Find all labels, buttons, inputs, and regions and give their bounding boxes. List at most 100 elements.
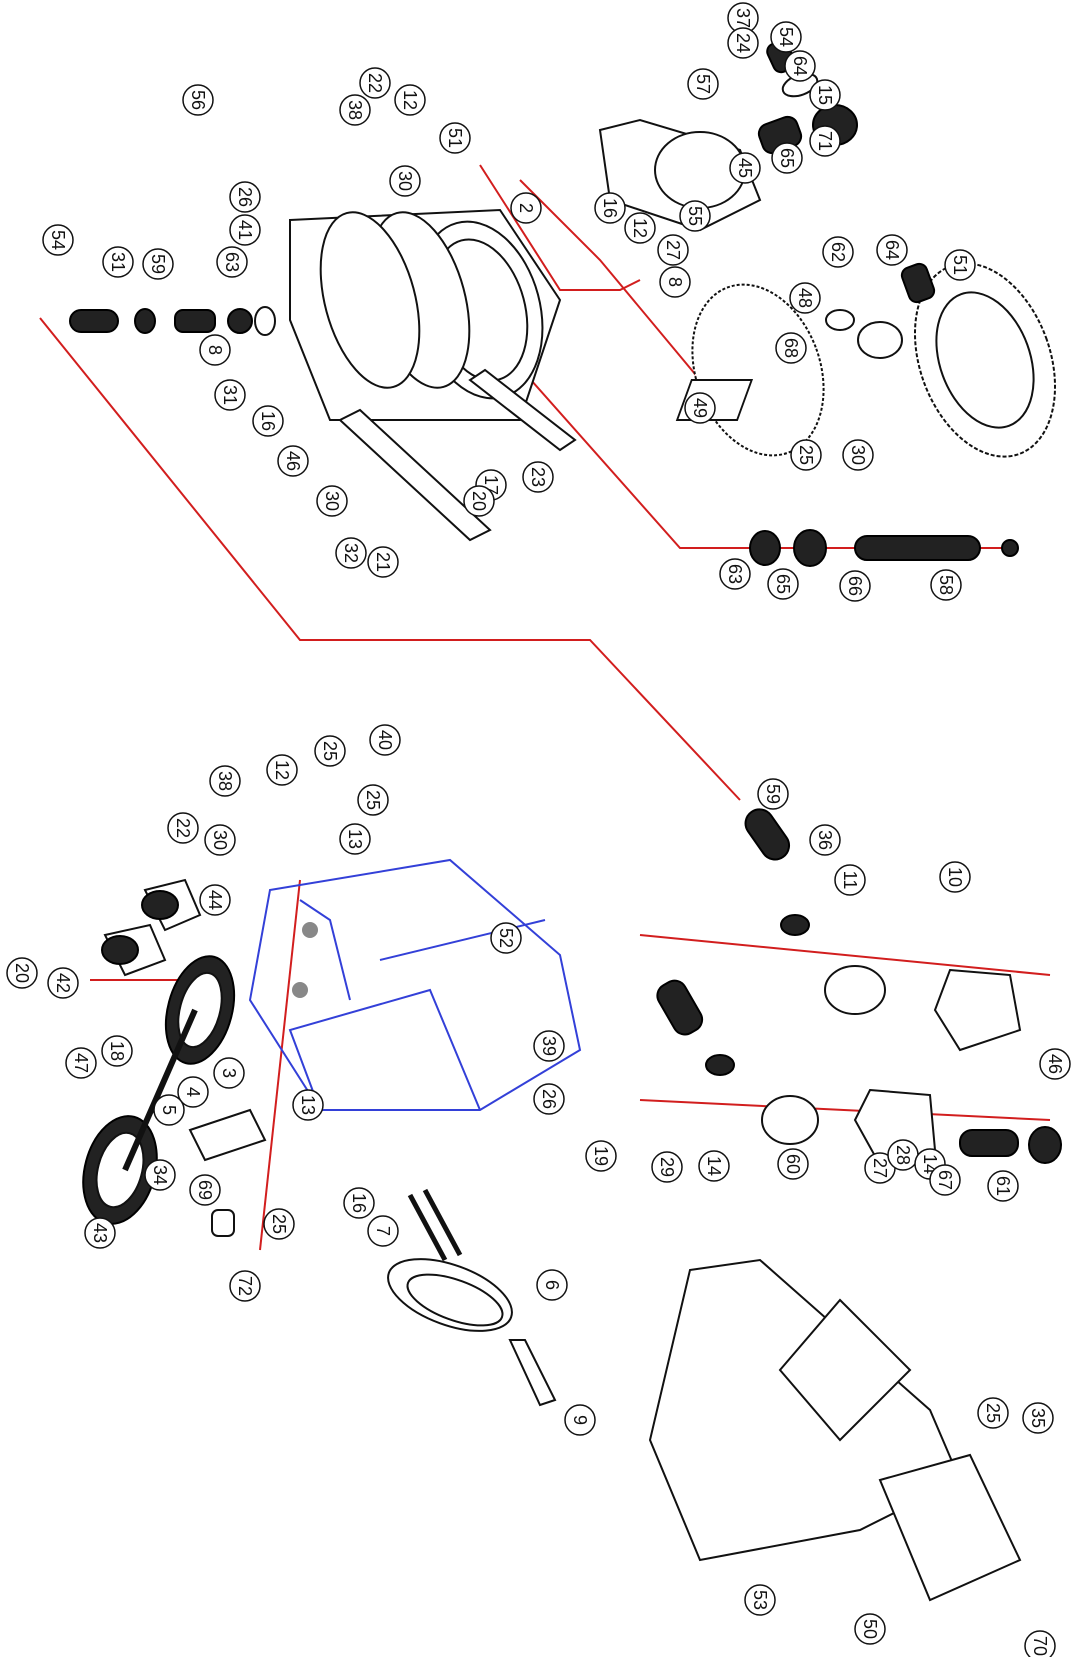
callout: 8 (659, 266, 691, 298)
callout-number: 9 (570, 1415, 590, 1425)
callout-circle (594, 192, 626, 224)
callout-number: 26 (235, 187, 255, 207)
callout-number: 30 (210, 830, 230, 850)
callout-circle (199, 334, 231, 366)
callout-circle (335, 537, 367, 569)
callout-circle (651, 1151, 683, 1183)
callout-number: 38 (215, 771, 235, 791)
callout-circle (536, 1269, 568, 1301)
callout-number: 65 (777, 148, 797, 168)
callout-circle (944, 249, 976, 281)
callout: 62 (822, 236, 854, 268)
callout-number: 52 (496, 928, 516, 948)
callout-circle (775, 332, 807, 364)
main-frame (248, 858, 582, 1111)
callout: 51 (944, 249, 976, 281)
callout: 10 (939, 861, 971, 893)
callout-circle (167, 812, 199, 844)
callout-number: 35 (1028, 1408, 1048, 1428)
callout: 53 (744, 1584, 776, 1616)
callout: 65 (767, 568, 799, 600)
callout-circle (101, 1035, 133, 1067)
callout-number: 31 (220, 385, 240, 405)
callout: 66 (839, 570, 871, 602)
gear-ring-set (675, 262, 1057, 458)
callout-number: 18 (107, 1041, 127, 1061)
callout-number: 47 (71, 1053, 91, 1073)
left-shaft-parts (69, 306, 276, 336)
callout-circle (834, 864, 866, 896)
callout-number: 55 (685, 206, 705, 226)
callout: 27 (864, 1152, 896, 1184)
callout-circle (790, 439, 822, 471)
callout-number: 42 (53, 973, 73, 993)
callout-number: 46 (1045, 1054, 1065, 1074)
callout-circle (727, 27, 759, 59)
callout: 64 (784, 50, 816, 82)
callout-number: 30 (322, 491, 342, 511)
callout-circle (977, 1397, 1009, 1429)
callout-number: 23 (528, 467, 548, 487)
callout-circle (490, 922, 522, 954)
callout-number: 8 (665, 277, 685, 287)
callout-circle (809, 125, 841, 157)
callout-circle (144, 1159, 176, 1191)
callout-number: 70 (1030, 1636, 1050, 1656)
callout-number: 21 (373, 552, 393, 572)
callout: 59 (142, 248, 174, 280)
callout-circle (624, 212, 656, 244)
callout-number: 22 (173, 818, 193, 838)
callout-number: 62 (828, 242, 848, 262)
callout-circle (771, 142, 803, 174)
callout-circle (987, 1170, 1019, 1202)
callout-number: 16 (600, 198, 620, 218)
callout-number: 63 (725, 564, 745, 584)
callout-circle (359, 67, 391, 99)
callout-circle (729, 152, 761, 184)
callout-number: 16 (258, 411, 278, 431)
callout-circle (510, 192, 542, 224)
callout-circle (784, 50, 816, 82)
callout-number: 25 (796, 445, 816, 465)
callout-circle (809, 79, 841, 111)
callout-circle (189, 1174, 221, 1206)
callout: 61 (987, 1170, 1019, 1202)
callout-circle (684, 392, 716, 424)
callout: 50 (854, 1613, 886, 1645)
callout: 25 (977, 1397, 1009, 1429)
callout: 42 (47, 967, 79, 999)
callout-circle (229, 181, 261, 213)
callout-circle (657, 234, 689, 266)
callout-number: 43 (90, 1223, 110, 1243)
callout: 56 (182, 84, 214, 116)
callout: 26 (229, 181, 261, 213)
callout-circle (585, 1140, 617, 1172)
callout-circle (153, 1094, 185, 1126)
callout-number: 25 (269, 1214, 289, 1234)
callout-circle (929, 1164, 961, 1196)
callout-circle (767, 568, 799, 600)
callout: 36 (809, 824, 841, 856)
callout-number: 7 (373, 1226, 393, 1236)
callout: 43 (84, 1217, 116, 1249)
control-box (188, 1108, 267, 1237)
callout: 19 (585, 1140, 617, 1172)
callout-number: 27 (870, 1158, 890, 1178)
callout-number: 25 (983, 1403, 1003, 1423)
callout: 30 (204, 824, 236, 856)
callout: 31 (214, 379, 246, 411)
callout-circle (698, 1150, 730, 1182)
callout-number: 72 (235, 1276, 255, 1296)
callout: 65 (771, 142, 803, 174)
callout: 20 (463, 485, 495, 517)
bottom-enclosure (648, 1258, 1022, 1602)
callout-circle (357, 784, 389, 816)
callout-circle (1022, 1402, 1054, 1434)
callout-number: 25 (320, 741, 340, 761)
callout: 18 (101, 1035, 133, 1067)
callout-circle (252, 405, 284, 437)
callout-circle (292, 1089, 324, 1121)
callout: 32 (335, 537, 367, 569)
callout-circle (822, 236, 854, 268)
callout: 67 (929, 1164, 961, 1196)
